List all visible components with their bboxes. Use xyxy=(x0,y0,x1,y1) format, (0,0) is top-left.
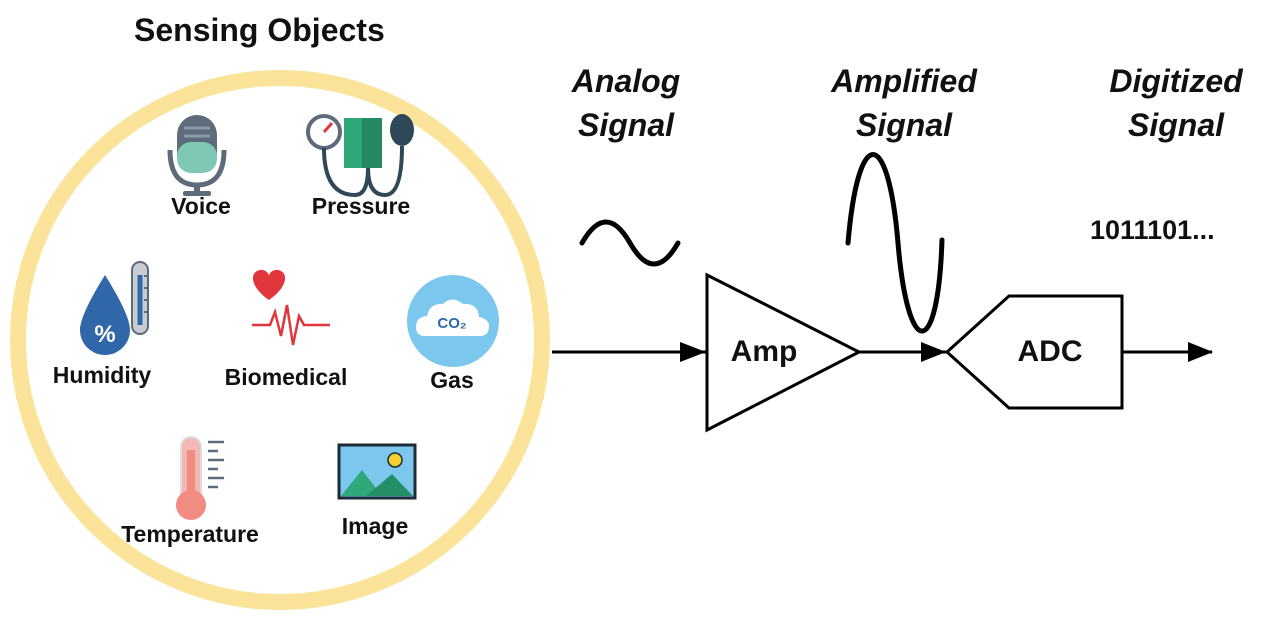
digitized-signal-label: Digitized Signal xyxy=(1109,59,1242,147)
humidity-drop-icon: % xyxy=(80,261,149,355)
svg-text:%: % xyxy=(94,321,115,348)
image-label: Image xyxy=(341,513,409,539)
amplified-signal-line-2: Signal xyxy=(855,107,952,143)
adc-label: ADC xyxy=(1017,335,1083,368)
digitized-signal-line-1: Digitized xyxy=(1109,63,1243,99)
co2-icon-text: CO₂ xyxy=(437,315,466,332)
sensing-objects-circle xyxy=(10,70,550,610)
picture-icon xyxy=(337,443,417,500)
amplified-waveform xyxy=(845,152,945,334)
heart-ecg-icon xyxy=(252,269,330,346)
analog-signal-line-1: Analog xyxy=(571,63,681,99)
thermometer-icon xyxy=(176,436,224,520)
amplified-signal-label: Amplified Signal xyxy=(831,59,977,147)
analog-waveform xyxy=(579,219,681,267)
humidity-label: Humidity xyxy=(52,362,152,388)
digitized-signal-line-2: Signal xyxy=(1127,107,1225,143)
sensing-objects-title: Sensing Objects xyxy=(134,12,385,48)
amplified-signal-line-1: Amplified xyxy=(831,63,977,99)
voice-label: Voice xyxy=(171,193,231,219)
microphone-icon xyxy=(167,115,227,196)
co2-cloud-icon: CO₂ xyxy=(407,275,499,367)
amplifier-triangle xyxy=(705,272,863,433)
amp-label: Amp xyxy=(730,335,798,368)
pressure-label: Pressure xyxy=(311,193,411,219)
digital-value: 1011101... xyxy=(1090,215,1215,245)
analog-signal-line-2: Signal xyxy=(577,107,674,143)
gas-label: Gas xyxy=(430,367,474,393)
biomedical-label: Biomedical xyxy=(224,364,348,390)
temperature-label: Temperature xyxy=(121,521,259,547)
analog-signal-label: Analog Signal xyxy=(572,59,680,147)
blood-pressure-gauge-icon xyxy=(306,114,414,198)
